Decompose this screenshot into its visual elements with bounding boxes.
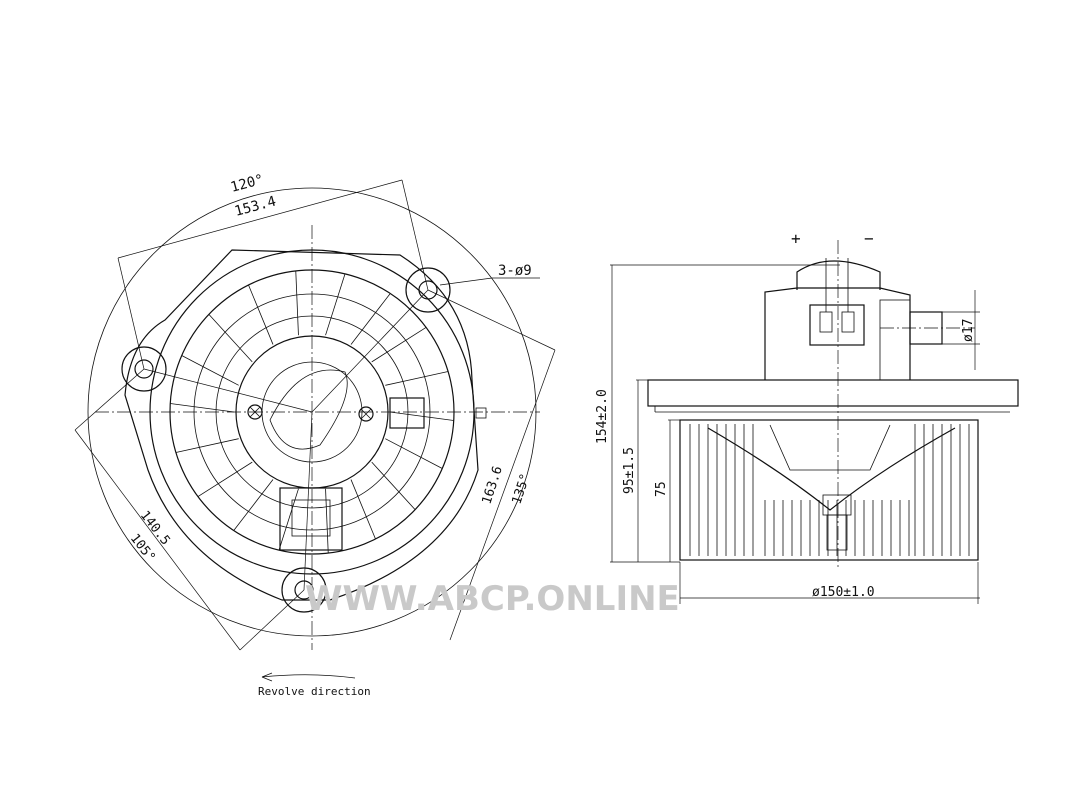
wheel-height-label: 95±1.5: [622, 447, 637, 494]
rotation-note: Revolve direction: [258, 685, 371, 698]
rib-spoke: [233, 479, 274, 531]
span-right-label: 163.6: [480, 464, 506, 506]
front-view: [74, 179, 556, 682]
mount-hole-top: [405, 267, 451, 313]
rib-spoke: [181, 355, 239, 386]
rib-spoke: [325, 273, 346, 336]
terminal-plus-label: +: [791, 229, 801, 248]
wheel-dia-label: ø150±1.0: [812, 585, 875, 600]
mount-hole-bottom: [281, 567, 327, 613]
rib-spoke: [371, 461, 416, 510]
rib-spoke: [208, 314, 253, 363]
rib-spoke: [325, 488, 329, 554]
rib-spoke: [170, 403, 235, 413]
rib-spoke: [278, 488, 299, 551]
rib-spoke: [350, 479, 376, 540]
rib-spoke: [350, 293, 391, 345]
terminal-minus-label: −: [864, 229, 874, 248]
holes-label: 3-ø9: [498, 263, 532, 279]
rib-spoke: [385, 371, 449, 386]
side-view: [610, 240, 1019, 604]
rib-spoke: [175, 438, 239, 453]
shaft-dia-label: ø17: [961, 319, 976, 342]
rib-spoke: [197, 461, 253, 497]
watermark: WWW.ABCP.ONLINE: [305, 579, 680, 619]
mount-hole-left: [121, 346, 167, 392]
angle-top-label: 120°: [229, 172, 266, 196]
rib-spoke: [295, 270, 299, 336]
angle-right-label: 135°: [510, 472, 534, 506]
rib-spoke: [389, 411, 454, 421]
blade-height-label: 75: [654, 481, 669, 497]
rib-spoke: [385, 438, 443, 469]
rib-spoke: [248, 284, 274, 345]
rib-spoke: [371, 327, 427, 363]
total-height-label: 154±2.0: [595, 389, 610, 444]
